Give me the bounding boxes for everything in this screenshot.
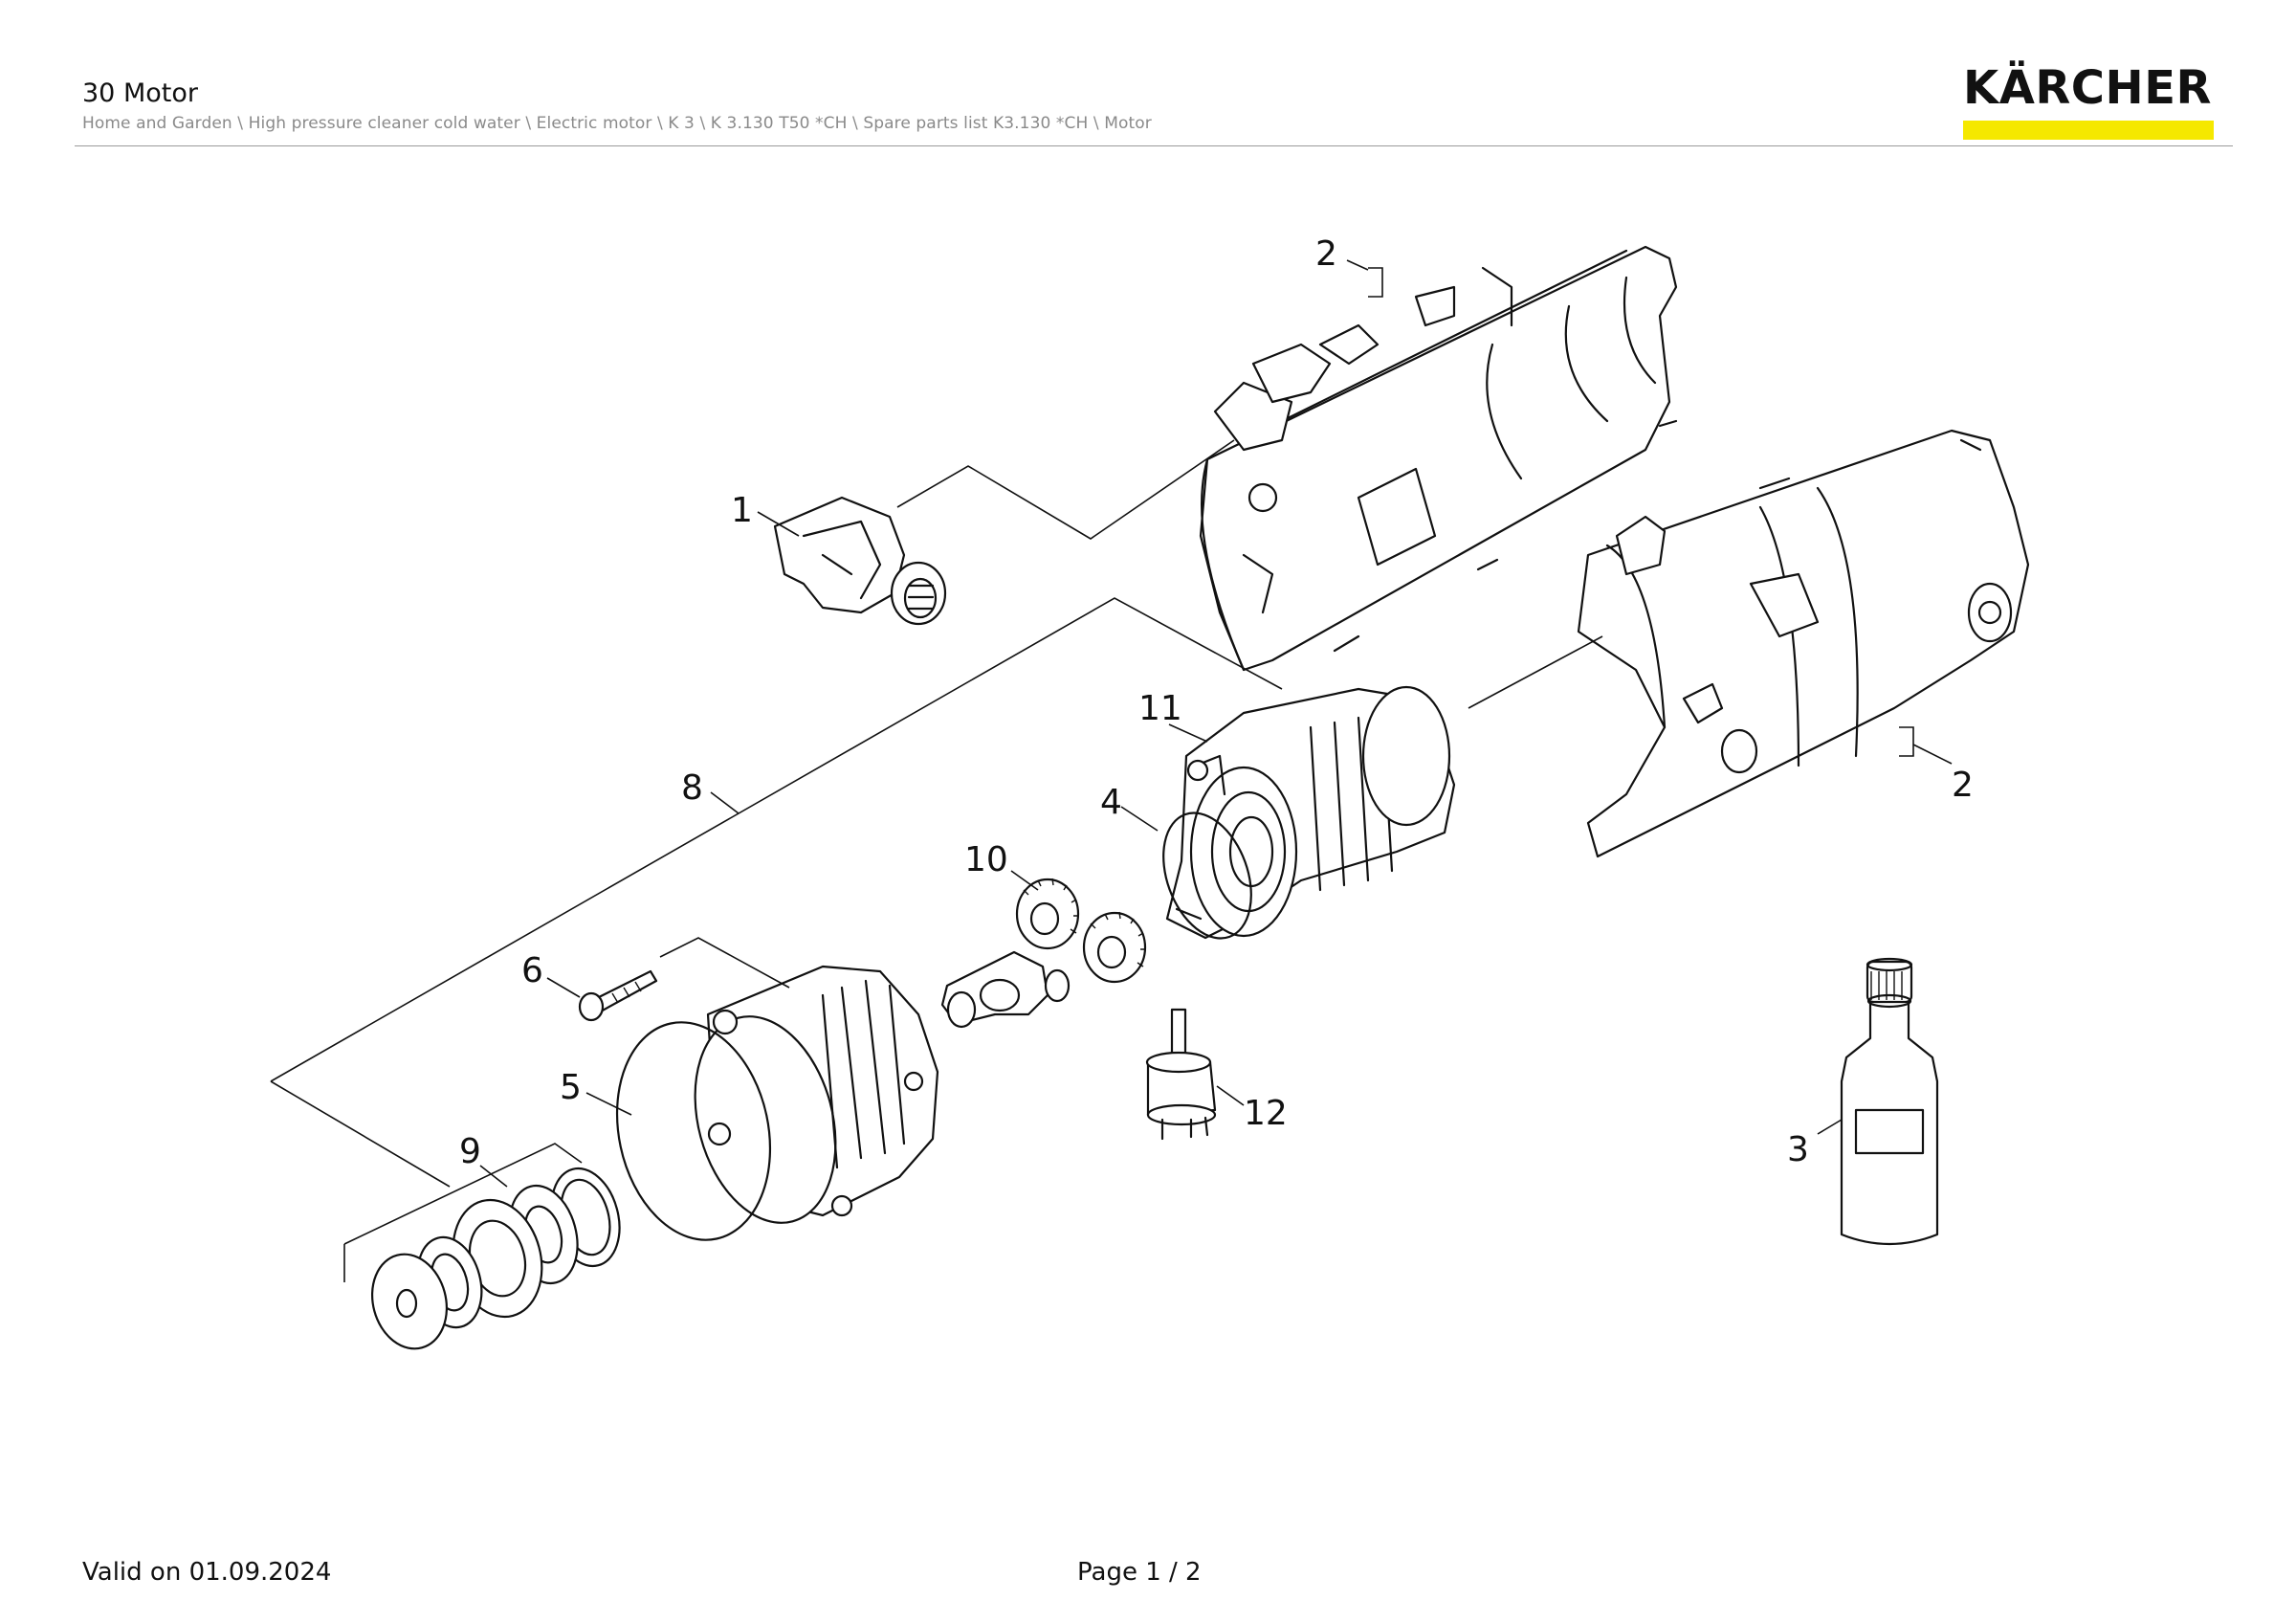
callout-leaders [479,259,1953,1188]
karcher-logo: KÄRCHER [1963,63,2216,140]
callout-5: 5 [560,1068,582,1107]
capacitor-part [1145,1008,1217,1141]
callout-labels: 1 2 2 3 4 5 6 8 9 10 11 12 [459,234,1974,1171]
callout-9: 9 [459,1132,481,1171]
bearing-set-part [370,1167,621,1350]
assembly-lines [270,267,1914,1282]
callout-12: 12 [1244,1094,1288,1133]
callout-6: 6 [521,951,543,990]
page-title: 30 Motor [82,78,198,108]
shaft-part [940,950,1071,1029]
logo-accent-bar [1963,121,2214,140]
callout-2-upper: 2 [1315,234,1337,274]
switch-part [773,496,947,626]
callout-11: 11 [1138,689,1182,728]
motor-part [1165,685,1456,940]
callout-4: 4 [1100,783,1122,822]
gear-part [1015,878,1147,984]
upper-housing-part [1199,245,1678,672]
oil-bottle-part [1840,957,1939,1246]
logo-wordmark: KÄRCHER [1963,61,2212,115]
callout-8: 8 [681,768,703,808]
pump-housing-part [694,965,939,1224]
callout-1: 1 [731,491,753,530]
page-number: Page 1 / 2 [1077,1558,1202,1587]
valid-date: Valid on 01.09.2024 [82,1558,332,1587]
o-ring-part [1162,812,1252,940]
callout-10: 10 [964,840,1008,879]
screw-part [578,969,658,1022]
callout-3: 3 [1787,1130,1809,1169]
breadcrumb: Home and Garden \ High pressure cleaner … [82,114,1152,133]
header-divider [75,145,2233,146]
callout-2-lower: 2 [1952,766,1974,805]
lower-housing-part [1577,429,2030,858]
seal-ring-part [615,1021,772,1241]
